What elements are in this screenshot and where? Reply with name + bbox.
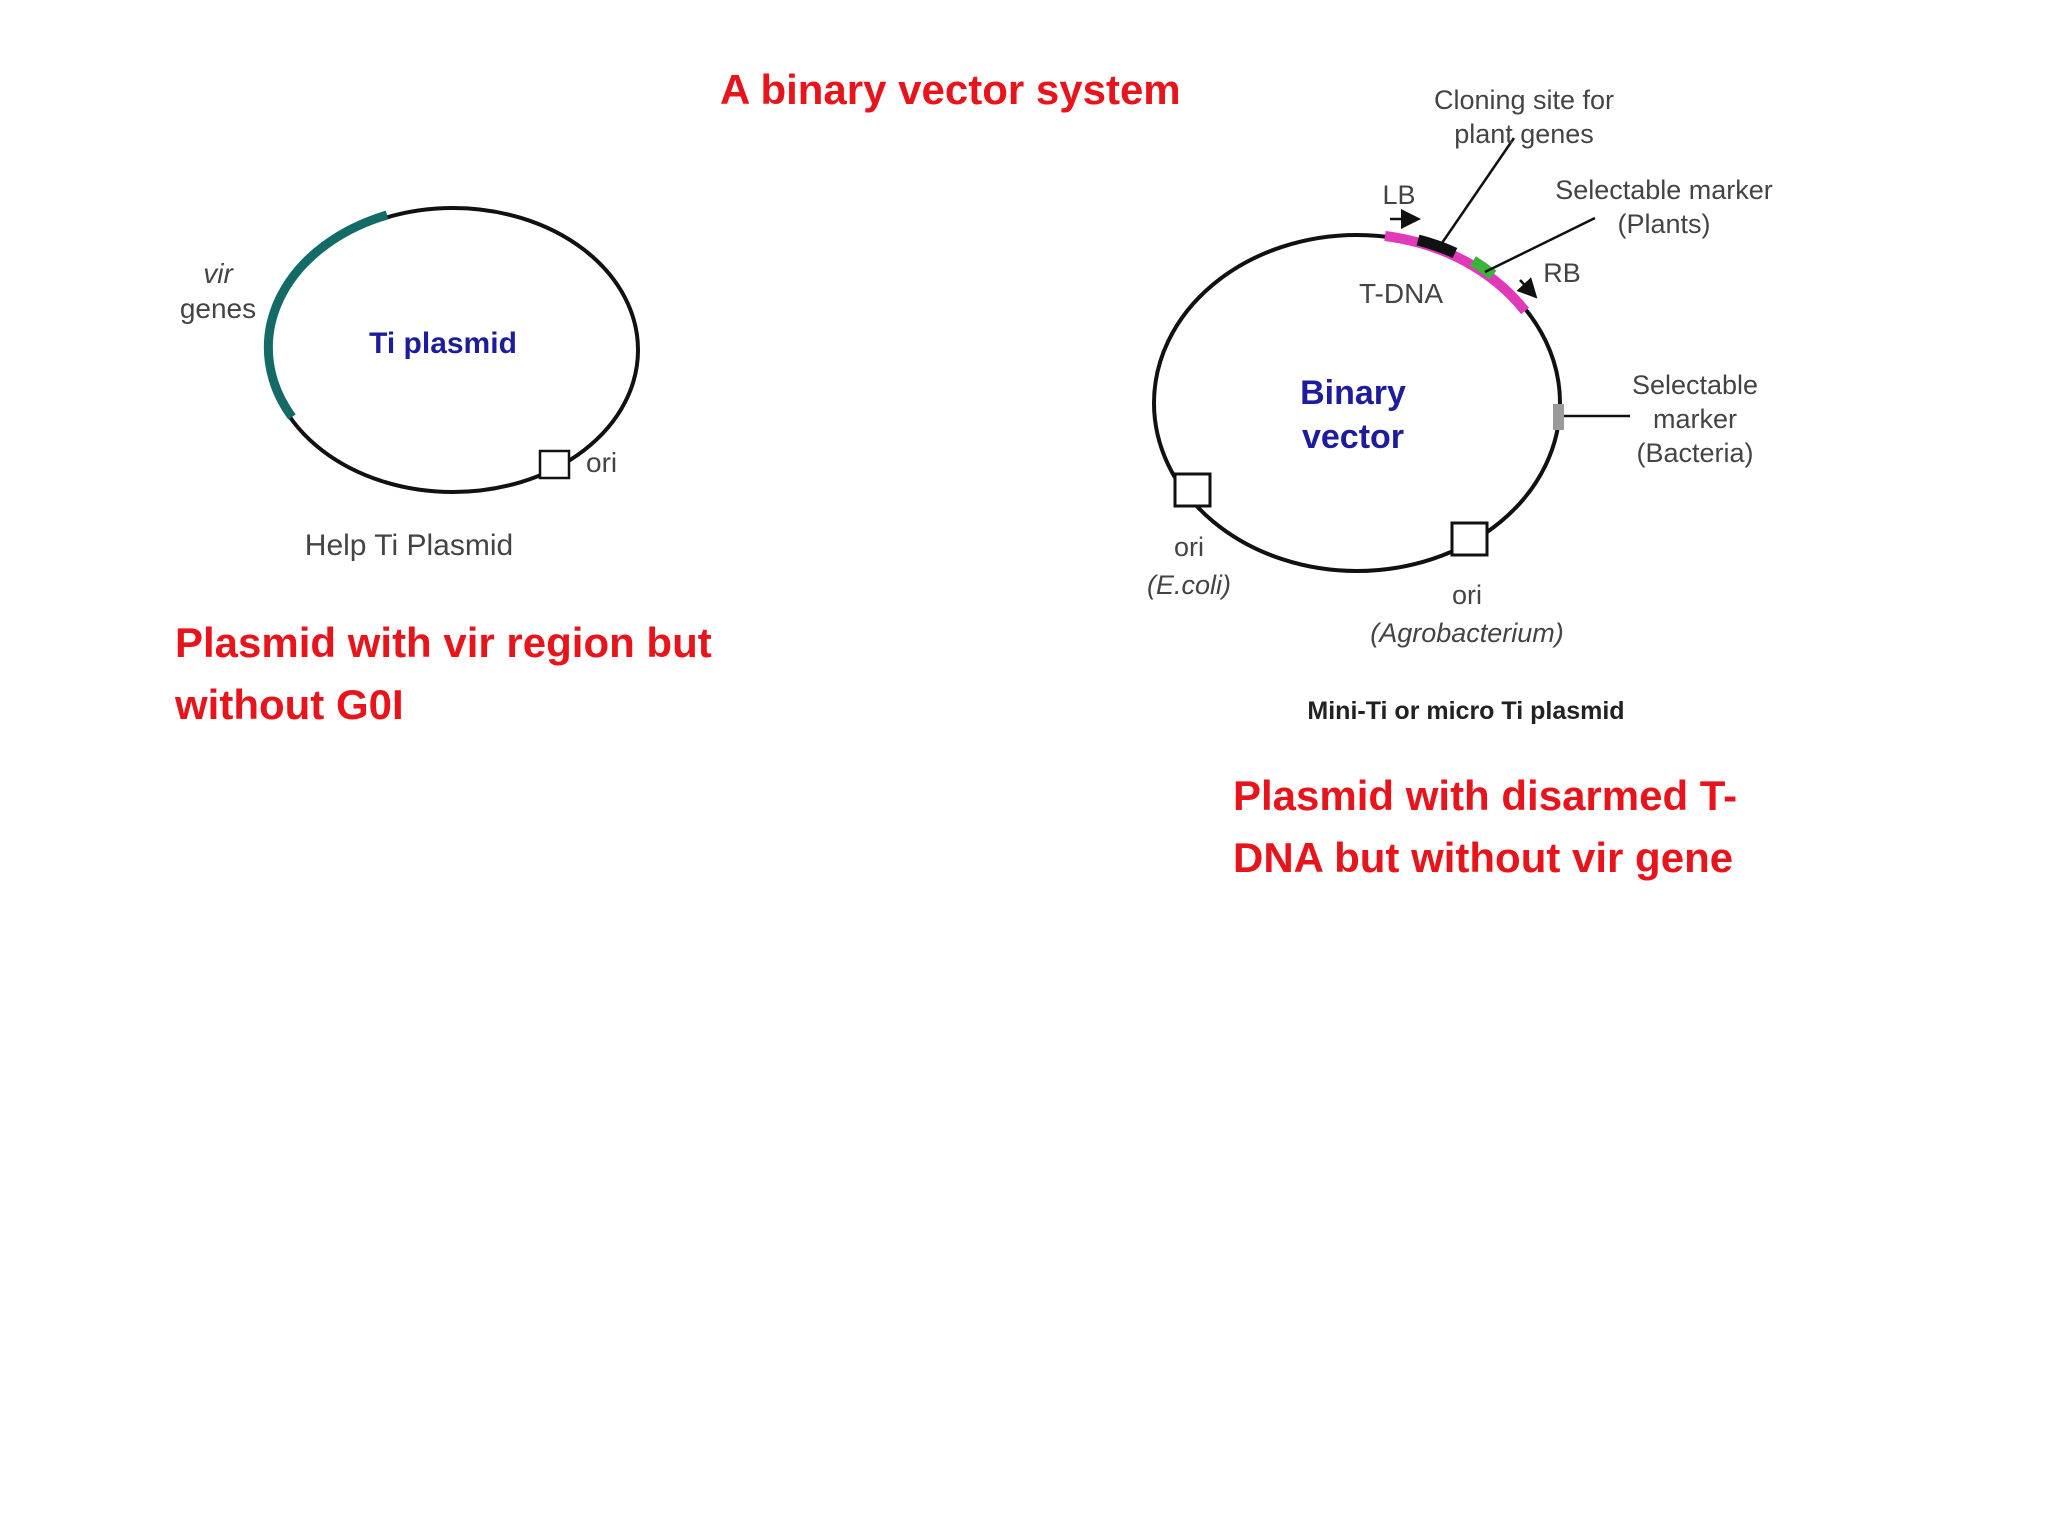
binary-vector-diagram: Cloning site for plant genes LB RB T-DNA… bbox=[1147, 85, 1773, 725]
plant-marker-leader bbox=[1484, 216, 1596, 274]
plant-marker-label-line2: (Plants) bbox=[1617, 209, 1710, 239]
vir-genes-region bbox=[263, 210, 389, 420]
binary-vector-caption: Mini-Ti or micro Ti plasmid bbox=[1307, 697, 1624, 725]
binary-vector-circle bbox=[1152, 233, 1562, 573]
bacteria-marker-label-line2: marker bbox=[1653, 404, 1737, 434]
lb-label: LB bbox=[1382, 180, 1415, 210]
helper-plasmid-description: Plasmid with vir region but without G0I bbox=[175, 612, 712, 736]
binary-vector-label-line2: vector bbox=[1302, 418, 1404, 456]
ori-ecoli-box bbox=[1173, 472, 1212, 508]
rb-arrow bbox=[1516, 277, 1538, 299]
bacteria-marker-segment bbox=[1553, 404, 1564, 430]
helper-ti-plasmid-diagram: vir genes Ti plasmid ori Help Ti Plasmid bbox=[180, 206, 640, 562]
ti-plasmid-label: Ti plasmid bbox=[369, 327, 517, 360]
tdna-region bbox=[1384, 231, 1529, 315]
bacteria-marker-label-line1: Selectable bbox=[1632, 370, 1758, 400]
binary-vector-label-line1: Binary bbox=[1300, 374, 1406, 412]
cloning-site-leader bbox=[1440, 137, 1516, 244]
binary-description-line2: DNA but without vir gene bbox=[1233, 834, 1734, 881]
vir-label: vir bbox=[203, 258, 234, 289]
cloning-site-segment bbox=[1416, 234, 1458, 259]
slide-title: A binary vector system bbox=[720, 66, 1181, 113]
rb-label: RB bbox=[1543, 258, 1581, 288]
plant-marker-label-line1: Selectable marker bbox=[1555, 175, 1773, 205]
helper-description-line1: Plasmid with vir region but bbox=[175, 619, 712, 666]
bacteria-marker-label-line3: (Bacteria) bbox=[1636, 438, 1753, 468]
ori-ecoli-label-line2: (E.coli) bbox=[1147, 570, 1231, 600]
plant-marker-segment bbox=[1470, 256, 1497, 280]
binary-description-line1: Plasmid with disarmed T- bbox=[1233, 772, 1738, 819]
helper-plasmid-caption: Help Ti Plasmid bbox=[305, 529, 513, 562]
cloning-site-label-line1: Cloning site for bbox=[1434, 85, 1614, 115]
helper-ori-box bbox=[538, 449, 571, 480]
vir-genes-label: genes bbox=[180, 293, 256, 324]
helper-description-line2: without G0I bbox=[175, 681, 404, 728]
ori-agro-label-line2: (Agrobacterium) bbox=[1370, 618, 1564, 648]
ori-ecoli-label-line1: ori bbox=[1174, 532, 1204, 562]
ori-agro-label-line1: ori bbox=[1452, 580, 1482, 610]
cloning-site-label-line2: plant genes bbox=[1454, 119, 1594, 149]
helper-ori-label: ori bbox=[586, 447, 617, 478]
binary-vector-description: Plasmid with disarmed T- DNA but without… bbox=[1233, 765, 1737, 889]
ori-agro-box bbox=[1450, 521, 1489, 557]
tdna-label: T-DNA bbox=[1359, 278, 1443, 309]
